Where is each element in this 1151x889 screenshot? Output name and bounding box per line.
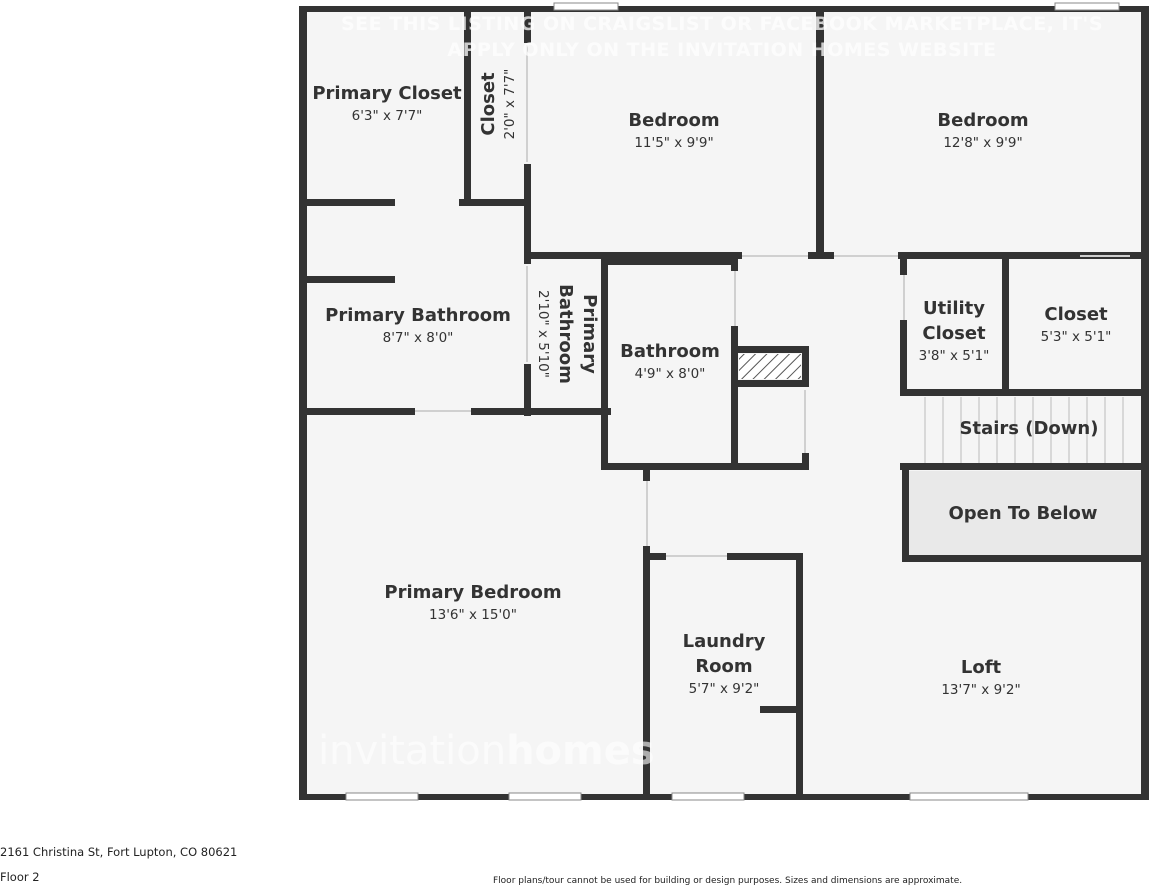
- loft-dim: 13'7" x 9'2": [941, 682, 1020, 698]
- laundry-room-name-1: Laundry: [683, 631, 766, 652]
- open-to-below-area: [908, 471, 1142, 556]
- watermark: SEE THIS LISTING ON CRAIGSLIST OR FACEBO…: [318, 13, 1103, 774]
- open-to-below-name: Open To Below: [948, 503, 1097, 524]
- watermark-line-2: APPLY ONLY ON THE INVITATION HOMES WEBSI…: [447, 39, 996, 61]
- primary-bedroom-dim: 13'6" x 15'0": [429, 607, 517, 623]
- primary-bathroom-name: Primary Bathroom: [325, 305, 511, 326]
- utility-closet-name-1: Utility: [923, 298, 985, 319]
- primary-bathroom-dim: 8'7" x 8'0": [383, 330, 454, 346]
- door-openings: [415, 45, 1130, 557]
- watermark-line-1: SEE THIS LISTING ON CRAIGSLIST OR FACEBO…: [341, 13, 1103, 35]
- bedroom-2-name: Bedroom: [937, 110, 1028, 131]
- walls: [299, 6, 1149, 800]
- floor-label: Floor 2: [0, 870, 40, 884]
- closet-2-dim: 5'3" x 5'1": [1041, 329, 1112, 345]
- bedroom-1-dim: 11'5" x 9'9": [634, 135, 713, 151]
- loft-name: Loft: [961, 657, 1002, 678]
- primary-closet-name: Primary Closet: [312, 83, 462, 104]
- stairs-treads: [924, 397, 1124, 463]
- utility-closet-dim: 3'8" x 5'1": [919, 348, 990, 364]
- watermark-brand-heavy: homes: [506, 728, 655, 774]
- primary-bathroom-small-name-1: Primary: [579, 294, 600, 374]
- laundry-room-name-2: Room: [695, 656, 752, 677]
- watermark-brand: invitationhomes: [318, 728, 655, 774]
- primary-closet-dim: 6'3" x 7'7": [352, 108, 423, 124]
- closet-2-name: Closet: [1044, 304, 1108, 325]
- stairs-name: Stairs (Down): [960, 418, 1099, 439]
- utility-closet-name-2: Closet: [922, 323, 986, 344]
- floor-area: [303, 10, 1145, 796]
- closet-small-dim: 2'0" x 7'7": [502, 69, 518, 140]
- windows: [345, 2, 1120, 801]
- disclaimer-text: Floor plans/tour cannot be used for buil…: [493, 876, 963, 886]
- laundry-room-dim: 5'7" x 9'2": [689, 681, 760, 697]
- watermark-brand-light: invitation: [318, 728, 506, 774]
- bedroom-2-dim: 12'8" x 9'9": [943, 135, 1022, 151]
- chase-hatch: [739, 354, 801, 379]
- primary-bathroom-small-dim: 2'10" x 5'10": [535, 290, 551, 378]
- primary-bedroom-name: Primary Bedroom: [384, 582, 561, 603]
- closet-small-name: Closet: [478, 72, 499, 136]
- room-labels: Primary Closet 6'3" x 7'7" Closet 2'0" x…: [312, 69, 1111, 698]
- bathroom-dim: 4'9" x 8'0": [635, 366, 706, 382]
- primary-bathroom-small-name-2: Bathroom: [555, 284, 576, 384]
- bathroom-name: Bathroom: [620, 341, 720, 362]
- address-label: 2161 Christina St, Fort Lupton, CO 80621: [0, 845, 238, 859]
- bedroom-1-name: Bedroom: [628, 110, 719, 131]
